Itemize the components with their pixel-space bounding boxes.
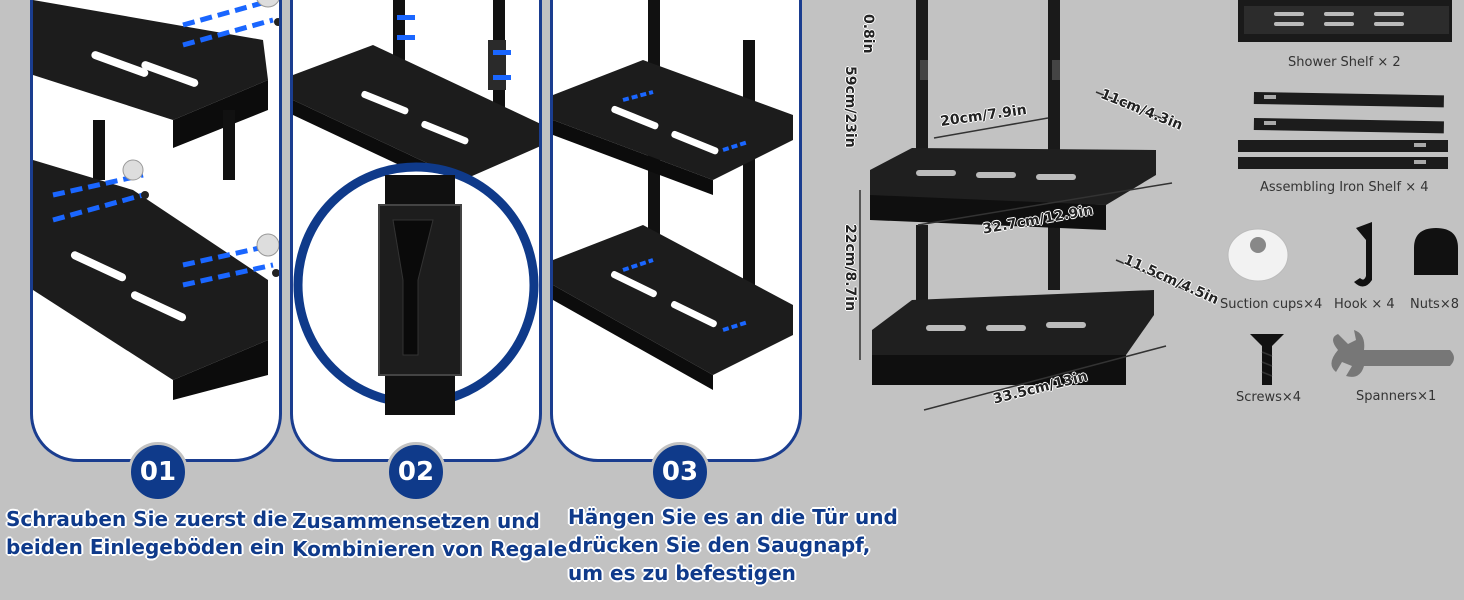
step-3-number-badge: 03 xyxy=(650,442,710,502)
part-label-iron-shelf: Assembling Iron Shelf × 4 xyxy=(1260,180,1429,195)
step-2-panel xyxy=(290,0,542,462)
part-label-hook: Hook × 4 xyxy=(1334,297,1395,312)
step-1-instruction: Schrauben Sie zuerst die beiden Einlegeb… xyxy=(6,507,288,559)
part-label-screws: Screws×4 xyxy=(1236,390,1302,405)
dimension-shelf-gap: 22cm/8.7in xyxy=(842,224,858,312)
step-2-illustration xyxy=(293,0,539,415)
step-1-illustration xyxy=(33,0,279,400)
step-3-illustration xyxy=(553,0,793,390)
part-label-suction-cups: Suction cups×4 xyxy=(1220,297,1323,312)
step-1-number-badge: 01 xyxy=(128,442,188,502)
step-2-number-badge: 02 xyxy=(386,442,446,502)
step-2-instruction: Zusammensetzen und Kombinieren von Regal… xyxy=(292,509,568,561)
step-1-panel xyxy=(30,0,282,462)
part-label-shower-shelf: Shower Shelf × 2 xyxy=(1288,55,1401,70)
step-3-instruction: Hängen Sie es an die Tür und drücken Sie… xyxy=(568,505,898,585)
step-3-panel xyxy=(550,0,802,462)
dimension-diagram xyxy=(859,0,1187,411)
parts-illustrations xyxy=(1227,0,1458,385)
part-label-spanners: Spanners×1 xyxy=(1356,389,1437,404)
dimension-total-height: 59cm/23in xyxy=(842,66,858,148)
dimension-top-gap: 0.8in xyxy=(860,14,876,54)
part-label-nuts: Nuts×8 xyxy=(1410,297,1459,312)
